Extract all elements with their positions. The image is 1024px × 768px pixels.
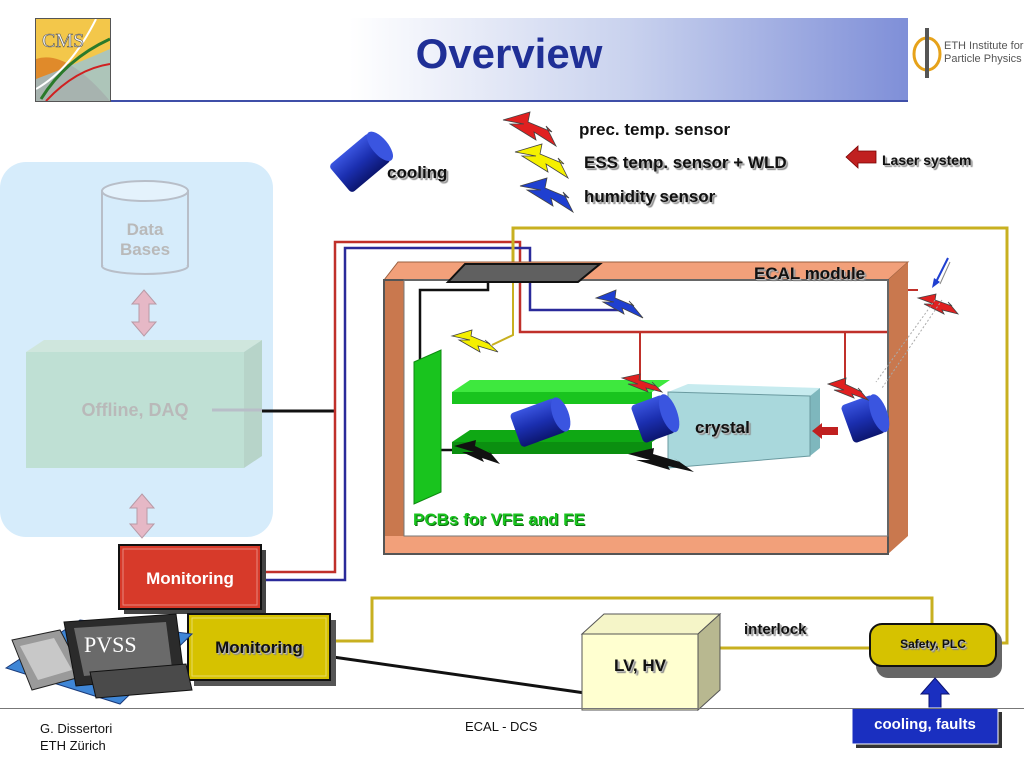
databases-line-1: Data <box>126 220 164 239</box>
crystal-label: crystal <box>695 418 750 437</box>
database-icon <box>101 180 189 275</box>
ecal-module-label: ECAL module <box>754 264 866 283</box>
cms-logo-graphic: CMS <box>36 19 110 101</box>
safety-plc-label: Safety, PLC <box>900 637 966 651</box>
cooling-faults-arrow <box>919 677 951 709</box>
monitoring-red-box <box>118 544 266 614</box>
sensor-bolts <box>450 111 960 472</box>
interlock-label: interlock <box>744 621 807 638</box>
legend-laser-label: Laser system <box>882 152 972 168</box>
monitoring-yellow-label: Monitoring <box>215 638 303 657</box>
databases-label: Data Bases <box>102 220 188 260</box>
connector-plate <box>445 263 603 283</box>
phi-icon <box>912 28 942 78</box>
cooling-faults-label: cooling, faults <box>874 716 976 733</box>
footer-center: ECAL - DCS <box>465 719 538 734</box>
databases-line-2: Bases <box>119 240 171 259</box>
cooling-cylinders <box>330 131 890 447</box>
header-bar <box>110 18 908 102</box>
footer-affiliation: ETH Zürich <box>40 738 106 753</box>
cooling-faults-box <box>851 707 1002 748</box>
eth-logo <box>910 24 944 85</box>
laser-system-arrow <box>845 145 877 169</box>
monitoring-yellow-box <box>187 613 336 686</box>
institute-line-1: ETH Institute for <box>944 40 1024 52</box>
lv-hv-label: LV, HV <box>614 656 666 675</box>
safety-plc-box <box>869 623 1002 678</box>
pvss-label: PVSS <box>84 632 137 657</box>
pcb-boards <box>413 349 670 505</box>
db-daq-arrow <box>130 289 158 337</box>
crystal-shape <box>667 384 820 469</box>
monitoring-red-label: Monitoring <box>146 569 234 588</box>
offline-daq-box <box>26 340 262 468</box>
cms-logo: CMS <box>35 18 111 102</box>
page-title: Overview <box>415 30 603 77</box>
legend-prec-temp-label: prec. temp. sensor <box>579 120 731 139</box>
legend-ess-temp-label: ESS temp. sensor + WLD <box>584 153 787 172</box>
pcb-label: PCBs for VFE and FE <box>413 510 585 529</box>
footer-author: G. Dissertori <box>40 721 113 736</box>
laser-fibers <box>875 257 951 389</box>
lv-hv-box <box>580 612 722 712</box>
institute-line-2: Particle Physics <box>944 53 1022 65</box>
laser-arrow-crystal <box>812 423 838 439</box>
daq-monitoring-arrow <box>128 493 156 539</box>
pvss-computer-icon <box>4 613 194 705</box>
footer-divider <box>0 708 1024 709</box>
cms-logo-text: CMS <box>42 30 84 52</box>
offline-daq-label: Offline, DAQ <box>81 400 189 420</box>
legend-humidity-label: humidity sensor <box>584 187 716 206</box>
wires <box>262 226 1009 695</box>
legend-cooling-label: cooling <box>387 163 448 182</box>
